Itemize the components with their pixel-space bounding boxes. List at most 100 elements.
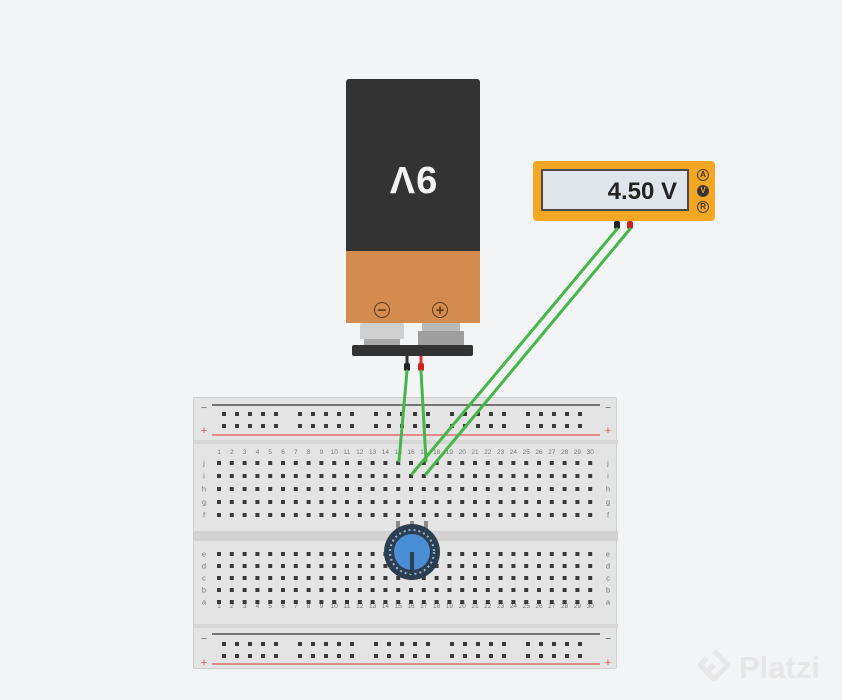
breadboard-hole[interactable] <box>588 474 593 478</box>
breadboard-hole[interactable] <box>463 642 467 646</box>
breadboard-hole[interactable] <box>447 564 452 568</box>
breadboard-hole[interactable] <box>421 500 426 504</box>
breadboard-hole[interactable] <box>374 642 378 646</box>
breadboard-hole[interactable] <box>217 474 221 478</box>
breadboard-hole[interactable] <box>473 487 477 491</box>
battery-probe-negative[interactable] <box>404 363 410 371</box>
breadboard-hole[interactable] <box>337 412 341 416</box>
breadboard-hole[interactable] <box>524 588 529 592</box>
breadboard-hole[interactable] <box>298 424 302 428</box>
breadboard-hole[interactable] <box>396 500 401 504</box>
breadboard-hole[interactable] <box>421 474 426 478</box>
breadboard-hole[interactable] <box>498 461 503 465</box>
breadboard-hole[interactable] <box>306 513 311 517</box>
breadboard-hole[interactable] <box>281 552 285 556</box>
breadboard-hole[interactable] <box>498 487 503 491</box>
breadboard-hole[interactable] <box>426 642 430 646</box>
breadboard-hole[interactable] <box>324 424 328 428</box>
breadboard-hole[interactable] <box>511 500 516 504</box>
breadboard-hole[interactable] <box>447 588 452 592</box>
breadboard-hole[interactable] <box>562 487 567 491</box>
breadboard-hole[interactable] <box>526 424 530 428</box>
breadboard-hole[interactable] <box>434 564 439 568</box>
breadboard-hole[interactable] <box>383 564 388 568</box>
breadboard-hole[interactable] <box>242 600 247 604</box>
breadboard-hole[interactable] <box>537 588 541 592</box>
breadboard-hole[interactable] <box>222 424 226 428</box>
breadboard-hole[interactable] <box>460 487 465 491</box>
breadboard-hole[interactable] <box>383 500 388 504</box>
breadboard-hole[interactable] <box>217 461 221 465</box>
breadboard-hole[interactable] <box>434 461 439 465</box>
breadboard-hole[interactable] <box>421 600 426 604</box>
breadboard-hole[interactable] <box>255 600 260 604</box>
breadboard-hole[interactable] <box>255 474 260 478</box>
breadboard-hole[interactable] <box>345 600 349 604</box>
breadboard-hole[interactable] <box>485 487 490 491</box>
breadboard-hole[interactable] <box>524 487 529 491</box>
breadboard-hole[interactable] <box>502 424 506 428</box>
breadboard-hole[interactable] <box>588 576 593 580</box>
breadboard-hole[interactable] <box>539 642 543 646</box>
breadboard-hole[interactable] <box>306 576 311 580</box>
breadboard-hole[interactable] <box>345 588 349 592</box>
breadboard-hole[interactable] <box>552 654 556 658</box>
breadboard-hole[interactable] <box>476 412 480 416</box>
breadboard-hole[interactable] <box>549 500 554 504</box>
breadboard-hole[interactable] <box>511 576 516 580</box>
breadboard-hole[interactable] <box>229 513 234 517</box>
breadboard-hole[interactable] <box>345 564 349 568</box>
breadboard-hole[interactable] <box>281 564 285 568</box>
breadboard-hole[interactable] <box>460 552 465 556</box>
battery-negative-terminal[interactable] <box>360 323 404 339</box>
breadboard-hole[interactable] <box>383 487 388 491</box>
breadboard-hole[interactable] <box>268 487 273 491</box>
breadboard-hole[interactable] <box>332 461 337 465</box>
breadboard-hole[interactable] <box>578 642 582 646</box>
breadboard-hole[interactable] <box>476 654 480 658</box>
breadboard-hole[interactable] <box>413 654 417 658</box>
breadboard-hole[interactable] <box>421 461 426 465</box>
breadboard-hole[interactable] <box>511 487 516 491</box>
breadboard-hole[interactable] <box>345 461 349 465</box>
breadboard-hole[interactable] <box>248 654 252 658</box>
breadboard-hole[interactable] <box>578 424 582 428</box>
breadboard-hole[interactable] <box>350 424 354 428</box>
breadboard-hole[interactable] <box>588 487 593 491</box>
breadboard-hole[interactable] <box>306 588 311 592</box>
breadboard-hole[interactable] <box>242 576 247 580</box>
breadboard-hole[interactable] <box>473 552 477 556</box>
breadboard-hole[interactable] <box>319 461 324 465</box>
breadboard-hole[interactable] <box>549 487 554 491</box>
breadboard-hole[interactable] <box>387 642 391 646</box>
breadboard-hole[interactable] <box>578 412 582 416</box>
breadboard-hole[interactable] <box>311 424 315 428</box>
breadboard-hole[interactable] <box>261 424 265 428</box>
breadboard-hole[interactable] <box>242 588 247 592</box>
breadboard-hole[interactable] <box>537 474 541 478</box>
breadboard-hole[interactable] <box>588 564 593 568</box>
breadboard-hole[interactable] <box>447 600 452 604</box>
breadboard-hole[interactable] <box>565 642 569 646</box>
breadboard-hole[interactable] <box>524 500 529 504</box>
breadboard-hole[interactable] <box>460 588 465 592</box>
breadboard-hole[interactable] <box>485 600 490 604</box>
breadboard-hole[interactable] <box>274 642 278 646</box>
breadboard-hole[interactable] <box>460 513 465 517</box>
breadboard-hole[interactable] <box>345 474 349 478</box>
breadboard-hole[interactable] <box>242 513 247 517</box>
breadboard-hole[interactable] <box>370 600 375 604</box>
breadboard-hole[interactable] <box>345 576 349 580</box>
breadboard-hole[interactable] <box>447 487 452 491</box>
breadboard-hole[interactable] <box>511 461 516 465</box>
breadboard-hole[interactable] <box>370 487 375 491</box>
mode-ohmmeter-button[interactable]: R <box>697 201 709 213</box>
breadboard-hole[interactable] <box>293 487 298 491</box>
breadboard-hole[interactable] <box>293 588 298 592</box>
breadboard-hole[interactable] <box>319 474 324 478</box>
breadboard-hole[interactable] <box>476 424 480 428</box>
breadboard-hole[interactable] <box>463 412 467 416</box>
breadboard-hole[interactable] <box>306 461 311 465</box>
breadboard-hole[interactable] <box>537 513 541 517</box>
breadboard-hole[interactable] <box>306 564 311 568</box>
